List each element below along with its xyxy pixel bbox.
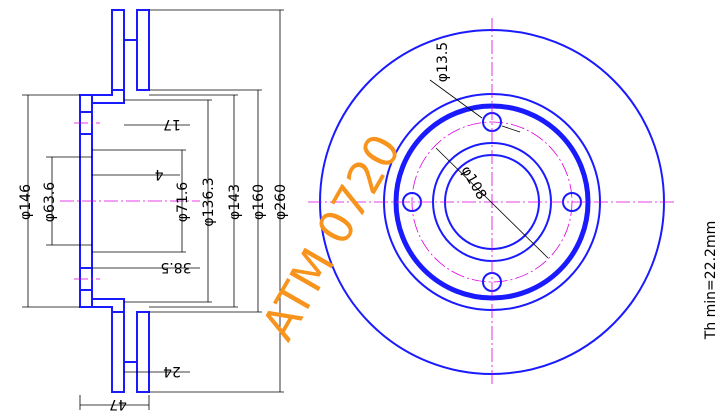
dim-l24: 24 [163, 363, 181, 379]
inner-face-top [111, 9, 125, 91]
outer-face-bottom [136, 311, 150, 393]
watermark-text: ATM 0720 [251, 125, 411, 349]
outer-face-top [136, 9, 150, 91]
inner-face-bottom [111, 311, 125, 393]
dim-l38-5: 38.5 [160, 259, 191, 275]
dimension-lines [22, 9, 284, 410]
dim-d13-5: φ13.5 [435, 42, 451, 82]
dim-d71-6: φ71.6 [175, 182, 191, 223]
dim-d146: φ146 [18, 184, 34, 220]
dim-d260: φ260 [273, 184, 289, 220]
dim-d143: φ143 [227, 184, 243, 220]
dim-d136-3: φ136.3 [201, 177, 217, 226]
dim-l17: 17 [163, 116, 181, 132]
min-thickness-note: Th min=22.2mm [703, 221, 719, 340]
dim-d108: φ108 [458, 163, 490, 202]
dim-l47: 47 [109, 396, 127, 412]
dim-d63-6: φ63.6 [42, 182, 58, 223]
dim-l4: 4 [154, 166, 163, 182]
dim-d160: φ160 [251, 184, 267, 220]
section-view: φ146 φ63.6 φ71.6 φ136.3 φ143 φ160 φ260 1… [18, 9, 289, 412]
